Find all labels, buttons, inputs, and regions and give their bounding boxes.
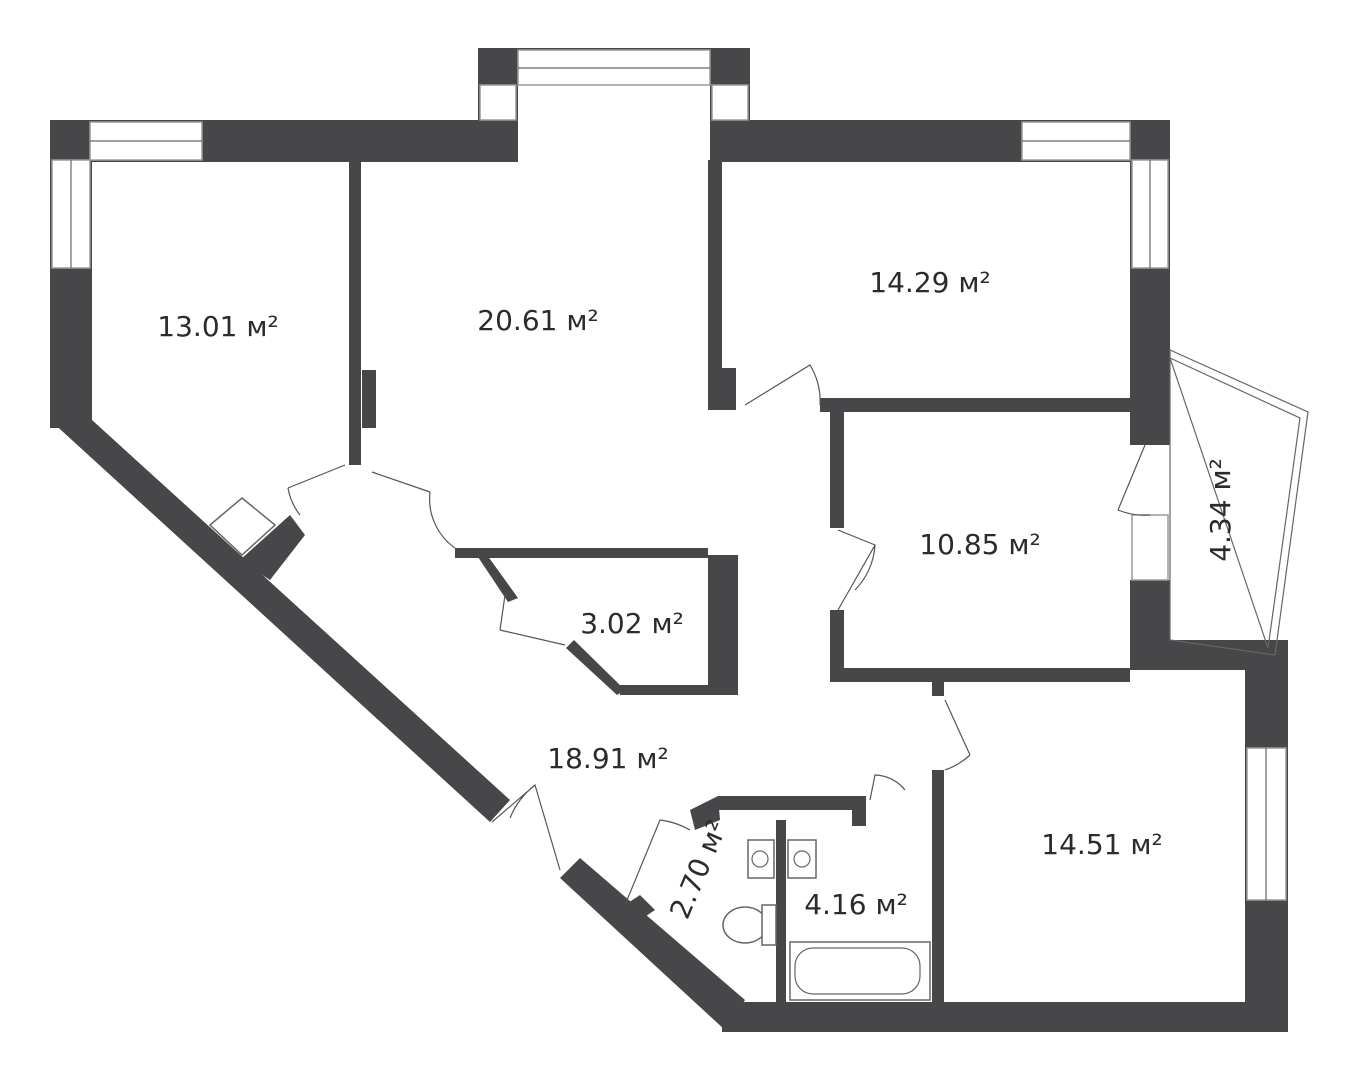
storage-area-label: 3.02 м² xyxy=(580,607,684,640)
window xyxy=(1131,514,1169,581)
balcony-frame xyxy=(1168,349,1309,656)
fixtures xyxy=(208,497,931,1001)
balcony-area-label: 4.34 м² xyxy=(1204,458,1237,562)
room-1-area-label: 13.01 м² xyxy=(157,310,278,343)
hall-area-label: 18.91 м² xyxy=(547,742,668,775)
window xyxy=(711,84,749,121)
shower-icon xyxy=(208,497,277,557)
windows xyxy=(51,49,1287,901)
room-5-area-label: 14.51 м² xyxy=(1041,828,1162,861)
room-4-area-label: 10.85 м² xyxy=(919,528,1040,561)
room-2-area-label: 20.61 м² xyxy=(477,304,598,337)
window xyxy=(479,84,517,121)
room-3-area-label: 14.29 м² xyxy=(869,266,990,299)
interior-walls xyxy=(240,160,1160,1005)
bathtub-icon xyxy=(789,941,931,1001)
wc-area-label: 2.70 м² xyxy=(663,815,734,923)
doors xyxy=(287,364,1151,906)
bath-area-label: 4.16 м² xyxy=(804,888,908,921)
sink-icon xyxy=(787,839,817,879)
toilet-icon xyxy=(722,906,768,944)
